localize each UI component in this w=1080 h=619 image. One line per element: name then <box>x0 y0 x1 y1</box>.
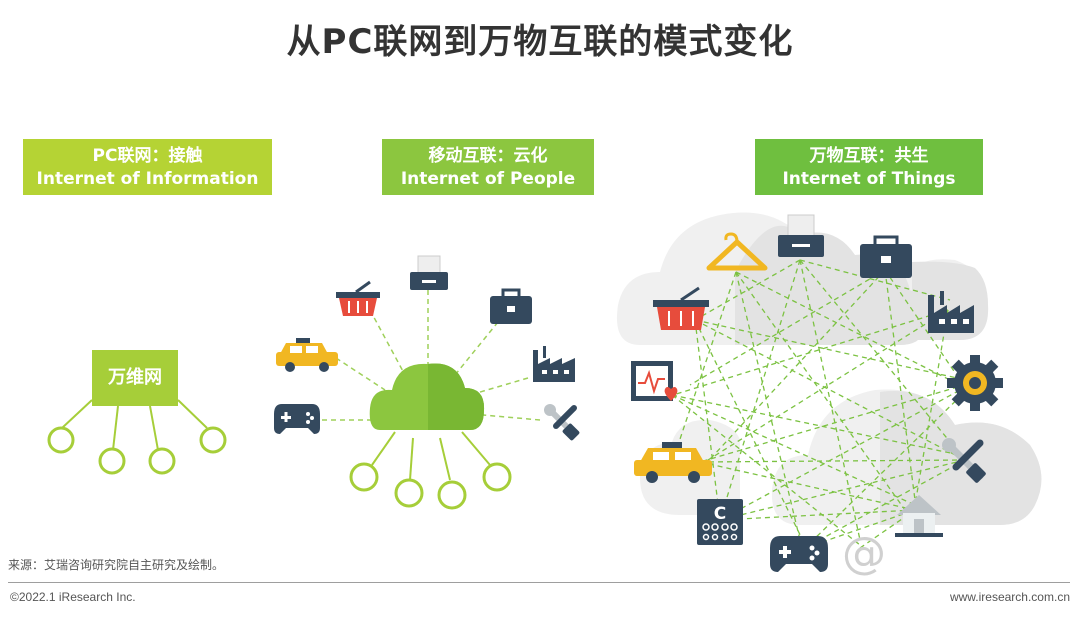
printer-icon <box>778 214 824 257</box>
web-node-circles <box>47 426 227 475</box>
page-title: 从PC联网到万物互联的模式变化 <box>286 22 794 62</box>
taxi-icon <box>634 442 712 483</box>
eye-chart-letter: C <box>714 504 726 524</box>
eye-chart-icon: C <box>697 499 743 545</box>
briefcase-icon <box>490 288 532 324</box>
section-label-mobile-en: Internet of People <box>400 169 576 189</box>
printer-icon <box>410 255 448 290</box>
cloud-node-circles <box>349 462 512 510</box>
section-label-pc-cn: PC联网：接触 <box>92 146 203 166</box>
basket-icon <box>653 286 709 330</box>
gamepad-icon <box>770 536 828 572</box>
node-circle <box>98 447 126 475</box>
node-circle <box>394 478 424 508</box>
gamepad-icon <box>274 404 320 434</box>
tools-icon <box>544 404 580 441</box>
factory-icon <box>533 346 575 382</box>
house-icon <box>895 495 943 537</box>
world-wide-web-node: 万维网 <box>92 350 178 406</box>
cloud-node-links <box>371 431 491 481</box>
cloud-links <box>322 290 541 421</box>
heart-monitor-icon <box>631 361 678 401</box>
tools-icon <box>942 438 986 483</box>
section-label-iot: 万物互联：共生 Internet of Things <box>755 139 983 195</box>
taxi-icon <box>276 338 338 372</box>
hanger-icon <box>706 232 768 271</box>
node-circle <box>349 462 379 492</box>
basket-icon <box>336 280 380 316</box>
section-label-pc: PC联网：接触 Internet of Information <box>23 139 272 195</box>
website-link[interactable]: www.iresearch.com.cn <box>949 590 1070 604</box>
section-label-iot-cn: 万物互联：共生 <box>809 146 929 166</box>
iot-mesh-links <box>671 259 976 549</box>
node-circle <box>148 447 176 475</box>
section-label-iot-en: Internet of Things <box>782 169 956 189</box>
section-label-mobile-cn: 移动互联：云化 <box>428 146 548 166</box>
node-circle <box>199 426 227 454</box>
briefcase-icon <box>860 235 912 278</box>
cloud-icon <box>369 363 485 430</box>
section-label-mobile: 移动互联：云化 Internet of People <box>382 139 594 195</box>
node-circle <box>482 462 512 492</box>
at-sign-icon: @ <box>842 528 886 579</box>
footer-divider <box>8 582 1070 583</box>
node-circle <box>437 480 467 510</box>
web-node-links <box>61 399 208 451</box>
gear-icon <box>947 355 1003 411</box>
factory-icon <box>928 291 974 333</box>
section-label-pc-en: Internet of Information <box>36 169 259 189</box>
copyright-text: ©2022.1 iResearch Inc. <box>10 590 136 604</box>
node-circle <box>47 426 75 454</box>
source-note: 来源：艾瑞咨询研究院自主研究及绘制。 <box>8 558 225 572</box>
